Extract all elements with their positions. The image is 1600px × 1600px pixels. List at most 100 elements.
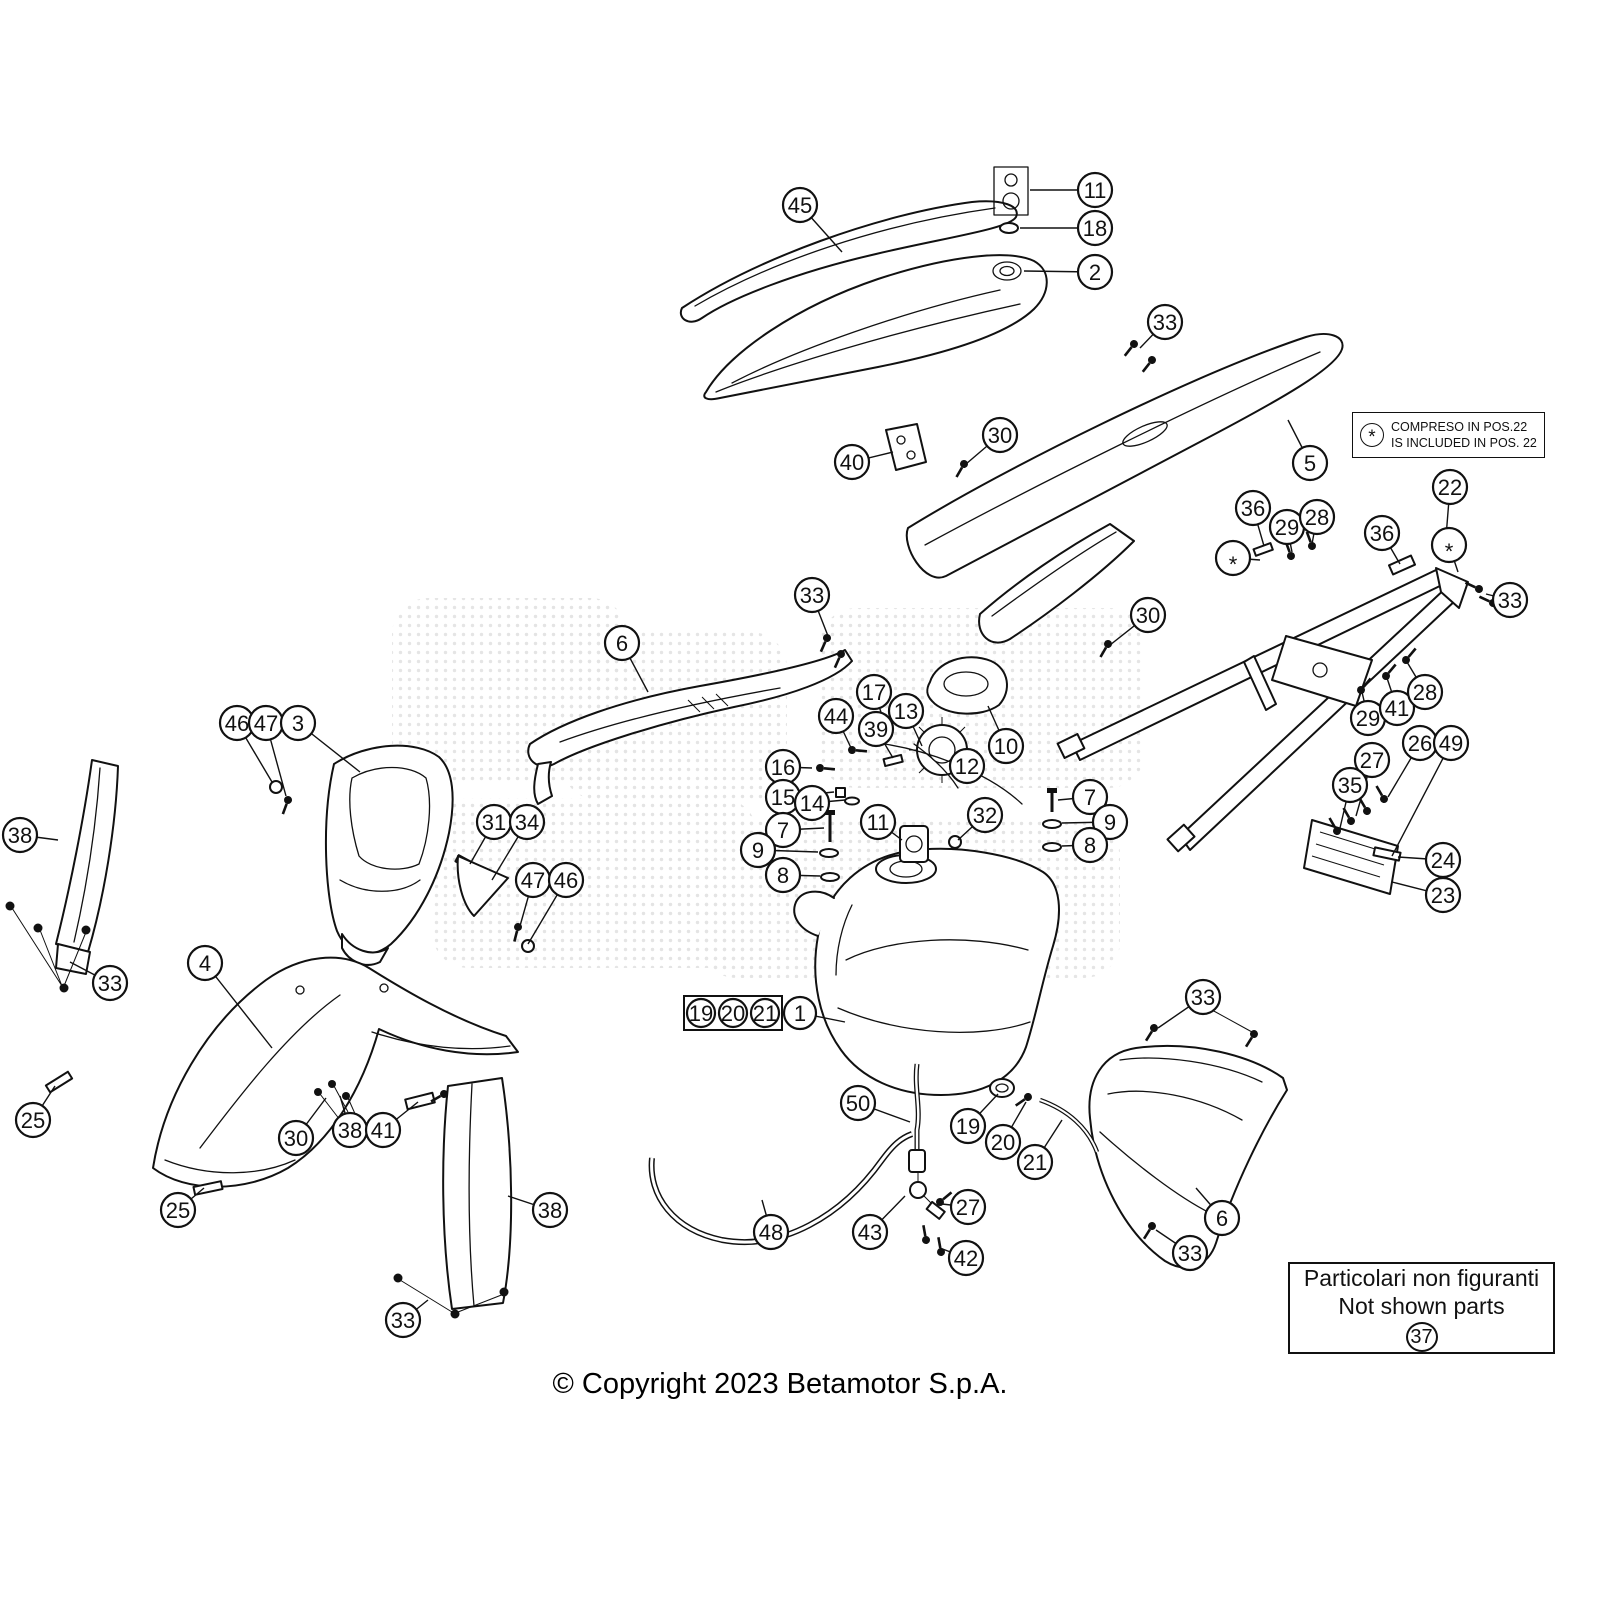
callout-33-15[interactable]: 33 xyxy=(1485,581,1529,619)
callout-4-54[interactable]: 4 xyxy=(186,944,273,1049)
callout-3-27[interactable]: 3 xyxy=(279,704,361,773)
callout-9-32[interactable]: 9 xyxy=(739,831,819,869)
callout-28-11[interactable]: 28 xyxy=(1298,498,1336,545)
callout-17-19[interactable]: 17 xyxy=(855,673,893,739)
callout-49-40[interactable]: 49 xyxy=(1391,724,1470,857)
callout-2-3[interactable]: 2 xyxy=(1023,253,1114,291)
callout-8-33[interactable]: 8 xyxy=(764,856,821,894)
fork-guard-right xyxy=(393,1077,513,1319)
callout-22-8[interactable]: 22 xyxy=(1431,468,1469,563)
svg-text:38: 38 xyxy=(8,823,32,848)
svg-text:41: 41 xyxy=(1385,696,1409,721)
callout-46-51[interactable]: 46 xyxy=(527,861,585,945)
svg-text:38: 38 xyxy=(338,1118,362,1143)
callout-47-50[interactable]: 47 xyxy=(514,861,552,927)
callout-11-1[interactable]: 11 xyxy=(1030,171,1114,209)
callout-37[interactable]: 37 xyxy=(1405,1322,1438,1352)
svg-text:33: 33 xyxy=(1498,588,1522,613)
svg-text:5: 5 xyxy=(1304,451,1316,476)
callout-45-0[interactable]: 45 xyxy=(781,186,843,253)
callout-19-67[interactable]: 19 xyxy=(949,1093,999,1145)
callout-25-64[interactable]: 25 xyxy=(159,1187,205,1229)
callout-29-10[interactable]: 29 xyxy=(1268,508,1306,553)
callout-30-61[interactable]: 30 xyxy=(277,1097,327,1157)
svg-text:24: 24 xyxy=(1431,848,1455,873)
callout-20-56[interactable]: 20 xyxy=(717,997,749,1029)
callout-31-48[interactable]: 31 xyxy=(469,803,513,865)
headlight-mask xyxy=(324,744,454,966)
callout-38-62[interactable]: 38 xyxy=(331,1095,369,1149)
callout-7-31[interactable]: 7 xyxy=(764,811,825,849)
callout-27-73[interactable]: 27 xyxy=(941,1188,987,1226)
not-shown-box: Particolari non figuranti Not shown part… xyxy=(1288,1262,1555,1354)
callout-5-7[interactable]: 5 xyxy=(1287,419,1329,482)
not-shown-line-italian: Particolari non figuranti xyxy=(1303,1265,1540,1291)
callout-42-74[interactable]: 42 xyxy=(939,1239,985,1277)
callout-34-49[interactable]: 34 xyxy=(491,803,546,881)
callout-43-72[interactable]: 43 xyxy=(851,1195,906,1251)
callout-32-35[interactable]: 32 xyxy=(957,796,1004,841)
callout-13-20[interactable]: 13 xyxy=(887,692,925,747)
svg-text:11: 11 xyxy=(867,810,890,835)
callout-33-53[interactable]: 33 xyxy=(69,961,129,1002)
callout-1-58[interactable]: 1 xyxy=(782,995,846,1031)
callout-47-26[interactable]: 47 xyxy=(247,704,287,797)
callout-38-52[interactable]: 38 xyxy=(1,816,59,854)
callout-33-16[interactable]: 33 xyxy=(793,576,831,637)
callout-33-75[interactable]: 33 xyxy=(1155,1229,1209,1272)
callout-23-47[interactable]: 23 xyxy=(1391,876,1462,914)
callout-16-28[interactable]: 16 xyxy=(764,748,813,786)
svg-text:45: 45 xyxy=(788,193,812,218)
callout-40-6[interactable]: 40 xyxy=(833,443,894,481)
callout-25-60[interactable]: 25 xyxy=(14,1085,56,1139)
callout-48-71[interactable]: 48 xyxy=(752,1199,790,1251)
callout-39-22[interactable]: 39 xyxy=(857,710,895,759)
svg-text:26: 26 xyxy=(1408,731,1432,756)
svg-text:2: 2 xyxy=(1089,260,1101,285)
callout-28-45[interactable]: 28 xyxy=(1406,661,1444,711)
callout-38-65[interactable]: 38 xyxy=(507,1191,569,1229)
callout-7-36[interactable]: 7 xyxy=(1057,778,1109,816)
callout-30-5[interactable]: 30 xyxy=(965,416,1019,465)
callout-30-17[interactable]: 30 xyxy=(1109,596,1167,646)
callout-star-13[interactable]: * xyxy=(1214,539,1261,577)
svg-text:33: 33 xyxy=(1153,310,1177,335)
callout-29-43[interactable]: 29 xyxy=(1349,691,1387,737)
callout-14-30[interactable]: 14 xyxy=(793,784,846,822)
svg-text:48: 48 xyxy=(759,1220,783,1245)
callout-6-70[interactable]: 6 xyxy=(1195,1187,1241,1237)
svg-text:47: 47 xyxy=(521,868,545,893)
callout-36-9[interactable]: 36 xyxy=(1234,489,1272,547)
svg-text:33: 33 xyxy=(391,1308,415,1333)
svg-text:19: 19 xyxy=(956,1114,980,1139)
callout-24-46[interactable]: 24 xyxy=(1397,841,1462,879)
callout-33-4[interactable]: 33 xyxy=(1139,303,1184,349)
callout-36-12[interactable]: 36 xyxy=(1363,514,1401,565)
callout-6-18[interactable]: 6 xyxy=(603,624,649,693)
callout-19-55[interactable]: 19 xyxy=(685,997,717,1029)
callout-star-14[interactable]: * xyxy=(1430,526,1468,573)
callout-33-59[interactable]: 33 xyxy=(1157,978,1222,1029)
callout-44-21[interactable]: 44 xyxy=(817,697,855,751)
callout-21-57[interactable]: 21 xyxy=(749,997,781,1029)
callout-41-63[interactable]: 41 xyxy=(364,1101,419,1149)
callout-27-41[interactable]: 27 xyxy=(1353,741,1391,817)
callout-50-66[interactable]: 50 xyxy=(839,1084,911,1123)
callout-21-69[interactable]: 21 xyxy=(1016,1119,1063,1181)
callout-18-2[interactable]: 18 xyxy=(1020,209,1114,247)
callout-20-68[interactable]: 20 xyxy=(984,1101,1027,1161)
callout-26-39[interactable]: 26 xyxy=(1387,724,1439,798)
callout-33-76[interactable]: 33 xyxy=(384,1299,429,1339)
fuel-tap xyxy=(909,1172,946,1220)
callout-35-42[interactable]: 35 xyxy=(1331,766,1369,829)
callout-9-37[interactable]: 9 xyxy=(1061,803,1129,841)
callout-10-23[interactable]: 10 xyxy=(987,705,1025,765)
halftone-watermark xyxy=(392,598,1145,978)
callout-41-44[interactable]: 41 xyxy=(1378,677,1416,727)
callout-12-24[interactable]: 12 xyxy=(948,747,986,785)
callout-11-34[interactable]: 11 xyxy=(859,803,903,841)
callout-46-25[interactable]: 46 xyxy=(218,704,273,783)
callout-8-38[interactable]: 8 xyxy=(1061,826,1109,864)
